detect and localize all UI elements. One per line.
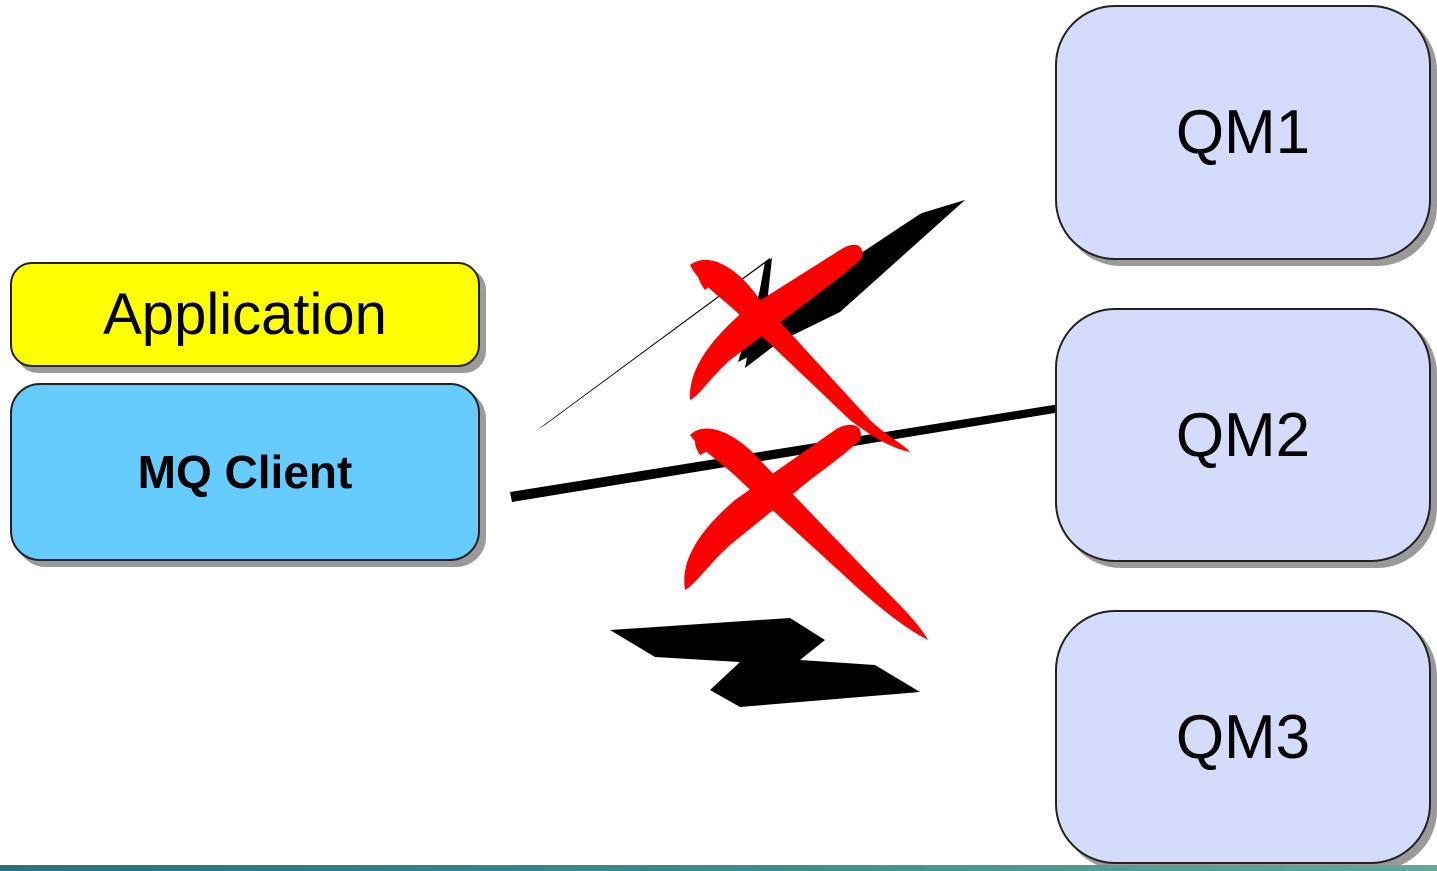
failure-x-mark-qm2 — [684, 424, 928, 640]
application-box: Application — [10, 262, 480, 367]
qm1-label: QM1 — [1175, 98, 1311, 167]
qm2-box: QM2 — [1055, 308, 1431, 562]
mq-client-label: MQ Client — [137, 446, 353, 498]
qm3-box: QM3 — [1055, 610, 1431, 864]
lightning-bolt-qm3 — [610, 618, 920, 707]
footer-bar — [0, 865, 1437, 871]
application-label: Application — [103, 282, 387, 347]
mq-client-box: MQ Client — [10, 383, 480, 561]
qm2-label: QM2 — [1175, 400, 1311, 470]
qm3-label: QM3 — [1175, 702, 1311, 772]
qm1-box: QM1 — [1055, 5, 1431, 260]
failure-x-mark-qm1 — [689, 244, 910, 452]
connection-line-qm2 — [510, 400, 1085, 502]
